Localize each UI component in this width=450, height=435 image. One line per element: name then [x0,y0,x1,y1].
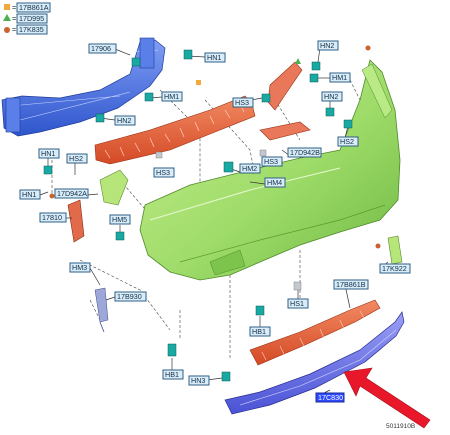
label-hs3a: HS3 [235,98,249,107]
triangle-marker-icon [295,58,301,64]
clip-icon [311,61,321,71]
label-17b930: 17B930 [117,292,142,301]
svg-text:=: = [12,25,16,34]
svg-text:=: = [12,3,16,12]
legend-code-2: 17D995 [19,14,44,23]
clip-icon [167,343,177,357]
label-17d942a: 17D942A [57,189,87,198]
circle-marker-icon [365,45,371,51]
label-hm4: HM4 [267,178,282,187]
legend-box-3 [16,24,48,35]
label-hn1b: HN1 [41,149,55,158]
clip-icon [309,73,319,83]
clip-icon [255,305,265,316]
label-17b861b: 17B861B [336,280,366,289]
label-hs3c: HS3 [156,168,170,177]
sensor-bracket [383,235,403,267]
legend: = 17B861A = 17D995 = 17K835 [3,2,51,35]
label-17d942b: 17D942B [290,148,320,157]
reference-number: 5011910B [386,423,415,430]
label-hm2: HM2 [242,164,257,173]
label-hm1a: HM1 [164,92,179,101]
reinforcement-beam [1,37,166,137]
label-17c830: 17C830 [318,393,343,402]
square-marker-icon [196,80,201,85]
label-hb1b: HB1 [165,370,179,379]
lower-absorber [249,299,381,366]
side-bracket-upper-right [259,61,311,141]
bolt-icon [259,149,267,157]
triangle-marker-icon [3,14,11,21]
circle-marker-icon [49,193,55,199]
highlight-box [315,392,345,403]
label-hs3b: HS3 [264,157,278,166]
green-bracket [99,169,129,206]
upper-absorber [94,95,256,165]
label-hs2b: HS2 [69,154,83,163]
side-bracket-left [67,199,85,243]
label-hn1a: HN1 [207,53,221,62]
wire-bracket [94,287,109,333]
legend-code-1: 17B861A [19,3,49,12]
label-17810: 17810 [42,213,62,222]
label-hm3: HM3 [72,263,87,272]
legend-box-1 [16,2,51,13]
legend-code-3: 17K835 [19,25,44,34]
clip-icon [221,371,231,382]
red-arrow-icon [343,367,431,429]
clip-icon [131,57,141,67]
clip-icon [223,161,234,173]
label-hm1b: HM1 [332,73,347,82]
label-hm5: HM5 [112,215,127,224]
label-hn2c: HN2 [324,92,338,101]
clip-icon [43,165,53,175]
bolt-icon [155,151,163,159]
clip-icon [343,119,353,129]
label-hn1c: HN1 [22,190,36,199]
clip-icon [95,113,105,123]
svg-text:=: = [12,14,16,23]
label-17k922: 17K922 [382,264,407,273]
label-hs1: HS1 [290,299,304,308]
label-hn2b: HN2 [320,41,334,50]
label-hs2a: HS2 [340,137,354,146]
clip-icon [325,107,335,117]
circle-marker-icon [4,27,10,33]
circle-marker-icon [375,243,381,249]
label-17906: 17906 [91,44,111,53]
label-hb1a: HB1 [252,327,266,336]
label-hn2a: HN2 [117,116,131,125]
lower-trim [224,311,405,415]
fasteners [43,45,381,382]
legend-box-2 [16,13,48,24]
clip-icon [115,231,125,241]
square-marker-icon [4,4,10,10]
bolt-icon [293,281,302,291]
clip-icon [183,49,193,60]
label-hn3: HN3 [191,376,205,385]
clip-icon [144,92,154,102]
clip-icon [261,93,271,103]
part-labels: 17906 HN1 HN2 HM1 HM1 HS3 HN2 HN2 HS2 HN… [19,40,411,403]
